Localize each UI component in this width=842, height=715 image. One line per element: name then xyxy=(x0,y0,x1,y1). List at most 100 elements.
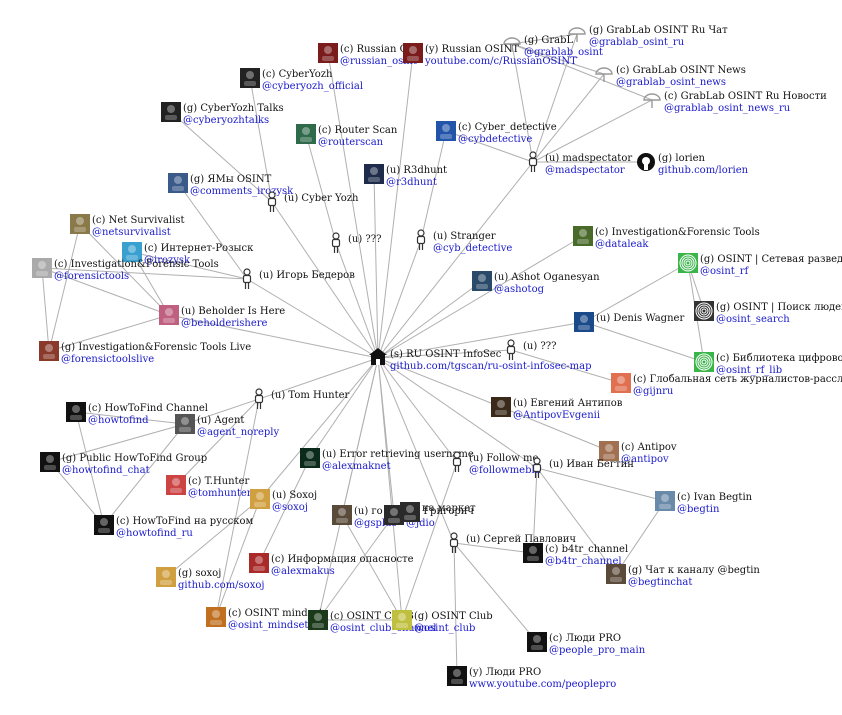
node-handle[interactable]: github.com/tgscan/ru-osint-infosec-map xyxy=(390,361,592,372)
node-handle[interactable]: @gsplus xyxy=(354,518,397,529)
node-handle[interactable]: @osint_rf_lib xyxy=(716,365,782,376)
node-handle[interactable]: @gijnru xyxy=(633,386,674,397)
node-handle[interactable]: @russian_osint xyxy=(340,56,417,67)
node-howtofind_channel[interactable]: (c) HowToFind Channel@howtofind xyxy=(66,402,208,426)
node-grablab_g[interactable]: (g) GrabL@grablab_osint xyxy=(503,35,603,58)
node-inv_forensic_tools_c[interactable]: (c) Investigation&Forensic Tools@forensi… xyxy=(32,258,219,282)
node-handle[interactable]: @cyberyozhtalks xyxy=(183,115,269,126)
node-gijn[interactable]: (c) Глобальная сеть журналистов-расследо… xyxy=(611,373,842,397)
node-qqq2[interactable]: (u) ??? xyxy=(506,339,557,360)
node-handle[interactable]: @irozysk xyxy=(144,255,191,266)
node-handle[interactable]: @AntipovEvgenii xyxy=(513,410,600,421)
node-biblioteka[interactable]: (c) Библиотека цифровой разв@osint_rf_li… xyxy=(694,352,842,376)
node-osint_poisk[interactable]: (g) OSINT | Поиск людей | Ро@osint_searc… xyxy=(694,301,842,325)
node-b4tr[interactable]: (c) b4tr_channel@b4tr_channel xyxy=(523,543,628,567)
node-cyberyozh_c[interactable]: (c) CyberYozh@cyberyozh_official xyxy=(240,68,363,92)
node-handle[interactable]: @people_pro_main xyxy=(549,645,646,656)
node-handle[interactable]: @howtofind_ru xyxy=(116,528,193,539)
node-inv_forensic_live[interactable]: (g) Investigation&Forensic Tools Live@fo… xyxy=(39,341,251,365)
node-handle[interactable]: youtube.com/c/RussianOSINT xyxy=(424,56,577,67)
node-handle[interactable]: @dataleak xyxy=(595,239,649,250)
node-handle[interactable]: @b4tr_channel xyxy=(545,556,622,567)
node-handle[interactable]: @madspectator xyxy=(545,165,625,176)
node-grablab_ru_chat[interactable]: (g) GrabLab OSINT Ru Чат@grablab_osint_r… xyxy=(568,25,728,48)
node-russian_osint_y[interactable]: (y) Russian OSINTyoutube.com/c/RussianOS… xyxy=(403,43,577,67)
node-go_user[interactable]: (u) го@gsplus xyxy=(332,505,397,529)
node-handle[interactable]: @alexmakus xyxy=(271,566,335,577)
node-handle[interactable]: @cyb_detective xyxy=(433,243,512,254)
node-handle[interactable]: @beholderishere xyxy=(181,318,268,329)
node-sergey_pavlovich[interactable]: (u) Сергей Павлович xyxy=(449,532,577,553)
node-internet_rozysk[interactable]: (c) Интернет-Розыск@irozysk xyxy=(122,242,254,266)
node-igor_bederov[interactable]: (u) Игорь Бедеров xyxy=(242,268,356,289)
node-grigorich[interactable]: (u) Григорич@jdio xyxy=(384,505,474,529)
node-howtofind_ru[interactable]: (c) HowToFind на русском@howtofind_ru xyxy=(94,515,254,539)
node-handle[interactable]: @begtinchat xyxy=(628,577,692,588)
node-stranger[interactable]: (u) Stranger@cyb_detective xyxy=(416,229,513,254)
node-beholder[interactable]: (u) Beholder Is Here@beholderishere xyxy=(159,305,285,329)
node-handle[interactable]: @cybdetective xyxy=(458,134,532,145)
node-error_user[interactable]: (u) Error retrieving username@alexmaknet xyxy=(300,448,474,472)
node-info_danger[interactable]: (c) Информация опасносте@alexmakus xyxy=(249,553,414,577)
center-node[interactable]: (s) RU OSINT InfoSecgithub.com/tgscan/ru… xyxy=(369,348,592,372)
node-inv_forensic_tools[interactable]: (c) Investigation&Forensic Tools@datalea… xyxy=(573,226,760,250)
node-denis_wagner[interactable]: (u) Denis Wagner xyxy=(574,312,684,332)
node-handle[interactable]: github.com/lorien xyxy=(658,165,749,176)
node-ashot[interactable]: (u) Ashot Oganesyan@ashotog xyxy=(472,271,600,295)
node-chat_begtin[interactable]: (g) Чат к каналу @begtin@begtinchat xyxy=(606,564,760,588)
node-handle[interactable]: @routerscan xyxy=(318,137,384,148)
node-thunter[interactable]: (c) T.Hunter@tomhunter xyxy=(166,475,252,499)
node-handle[interactable]: @forensictoolslive xyxy=(61,354,154,365)
node-grablab_news[interactable]: (c) GrabLab OSINT News@grablab_osint_new… xyxy=(595,65,746,88)
node-madspectator[interactable]: (u) madspectator@madspectator xyxy=(528,151,633,176)
node-handle[interactable]: github.com/soxoj xyxy=(178,580,264,591)
node-handle[interactable]: @begtin xyxy=(677,504,720,515)
node-follow_me[interactable]: (u) Follow me@followmebla xyxy=(452,451,541,476)
node-osint_club_g[interactable]: (g) OSINT Club@osint_club xyxy=(392,610,493,634)
node-handle[interactable]: @osint_search xyxy=(716,314,790,325)
node-lyudi_pro_c[interactable]: (c) Люди PRO@people_pro_main xyxy=(527,632,646,656)
node-handle[interactable]: @grablab_osint xyxy=(524,47,603,58)
node-evgeny_antipov[interactable]: (u) Евгений Антипов@AntipovEvgenii xyxy=(491,397,623,421)
node-handle[interactable]: @grablab_osint_news xyxy=(616,77,726,88)
node-yamy_osint[interactable]: (g) ЯМы OSINT@comments_irozysk xyxy=(168,173,294,197)
node-osint_mindset[interactable]: (c) OSINT mindset@osint_mindset xyxy=(206,607,323,631)
node-handle[interactable]: @grablab_osint_news_ru xyxy=(664,103,791,114)
node-handle[interactable]: @ashotog xyxy=(494,284,545,295)
node-r3dhunt[interactable]: (u) R3dhunt@r3dhunt xyxy=(364,164,447,188)
node-handle[interactable]: @grablab_osint_ru xyxy=(589,37,685,48)
node-handle[interactable]: @netsurvivalist xyxy=(92,227,171,238)
node-handle[interactable]: @r3dhunt xyxy=(386,177,437,188)
node-osint_club_c[interactable]: (c) OSINT CLUB@osint_club_channel xyxy=(308,610,436,634)
node-handle[interactable]: www.youtube.com/peoplepro xyxy=(469,679,616,690)
node-handle[interactable]: @alexmaknet xyxy=(322,461,391,472)
node-cyberyozh_talks[interactable]: (g) CyberYozh Talks@cyberyozhtalks xyxy=(161,102,284,126)
node-router_scan[interactable]: (c) Router Scan@routerscan xyxy=(296,124,398,148)
node-cyber_detective[interactable]: (c) Cyber_detective@cybdetective xyxy=(436,121,557,145)
node-grablab_ru_news[interactable]: (c) GrabLab OSINT Ru Новости@grablab_osi… xyxy=(643,91,827,114)
node-cyber_yozh_u[interactable]: (u) Cyber Yozh xyxy=(267,191,360,212)
node-handle[interactable]: @osint_rf xyxy=(700,266,750,277)
node-handle[interactable]: @jdio xyxy=(406,518,435,529)
node-handle[interactable]: @howtofind_chat xyxy=(62,465,150,476)
node-handle[interactable]: @osint_mindset xyxy=(228,620,308,631)
node-handle[interactable]: @antipov xyxy=(621,454,669,465)
node-handle[interactable]: @tomhunter xyxy=(188,488,252,499)
node-handle[interactable]: @followmebla xyxy=(469,465,541,476)
node-handle[interactable]: @forensictools xyxy=(54,271,129,282)
node-handle[interactable]: @agent_noreply xyxy=(197,427,279,438)
node-soxoj_u[interactable]: (u) Soxoj@soxoj xyxy=(250,489,317,513)
node-qqq1[interactable]: (u) ??? xyxy=(331,232,382,253)
node-handle[interactable]: @cyberyozh_official xyxy=(262,81,363,92)
node-agent[interactable]: (u) Agent@agent_noreply xyxy=(175,414,279,438)
node-russian_osint_c[interactable]: (c) Russian OS@russian_osint xyxy=(318,43,417,67)
node-handle[interactable]: @osint_club_channel xyxy=(330,623,436,634)
node-ivan_begtin_c[interactable]: (c) Ivan Begtin@begtin xyxy=(655,491,753,515)
node-handle[interactable]: @osint_club xyxy=(414,623,475,634)
node-osint_setevaya[interactable]: (g) OSINT | Сетевая разведка и по@osint_… xyxy=(678,253,842,277)
node-antipov_c[interactable]: (c) Antipov@antipov xyxy=(599,441,677,465)
node-handle[interactable]: @comments_irozysk xyxy=(190,186,294,197)
